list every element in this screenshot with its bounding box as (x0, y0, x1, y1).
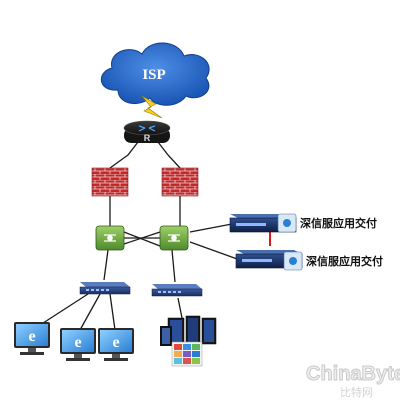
browser-e-icon: e (112, 334, 119, 351)
pc-monitor-3: e (98, 328, 134, 361)
firewall-right (161, 167, 199, 197)
link-router-fw-left (109, 141, 139, 169)
link-l2-servers (177, 297, 183, 319)
server-cluster (160, 315, 217, 367)
link-switch-cross-2 (123, 231, 161, 247)
router-arrows-icon (138, 125, 156, 132)
appliance-label: 深信服应用交付 (300, 216, 377, 230)
access-switch-right (151, 284, 203, 297)
watermark-sub-text: 比特网 (340, 385, 373, 399)
firewall-left (91, 167, 129, 197)
watermark-logo-text: ChinaByte (306, 363, 400, 385)
link-l2-pc-3 (109, 293, 116, 331)
link-switch-l2-right (171, 249, 176, 283)
app-tiles-icon (171, 341, 203, 367)
browser-e-icon: e (74, 334, 81, 351)
link-router-fw-right (157, 141, 181, 169)
link-switch-appliance-1 (189, 223, 233, 233)
appliance-1: 深信服应用交付 (229, 213, 377, 233)
link-switch-cross-1 (117, 231, 161, 247)
appliance-2: 深信服应用交付 (235, 250, 383, 271)
lightning-icon (141, 95, 163, 119)
pc-monitor-2: e (60, 328, 96, 361)
appliance-label: 深信服应用交付 (306, 254, 383, 268)
switch-arrows-icon (168, 234, 180, 242)
switch-right (159, 225, 189, 251)
pc-monitor-1: e (14, 322, 50, 355)
link-l2-pc-2 (79, 293, 101, 331)
access-switch-left (79, 282, 131, 295)
router: R (123, 120, 171, 143)
router-label: R (144, 133, 151, 143)
isp-cloud: ISP (101, 42, 210, 106)
browser-e-icon: e (28, 328, 35, 345)
isp-label: ISP (142, 67, 165, 83)
link-switch-appliance-2 (189, 241, 241, 261)
switch-left (95, 225, 125, 251)
switch-arrows-icon (104, 234, 116, 242)
link-l2-pc-1 (39, 293, 89, 326)
links (39, 141, 241, 331)
link-switch-l2-left (103, 249, 109, 281)
cloud-shape (101, 42, 210, 106)
chinabyte-watermark: ChinaByte 比特网 (306, 363, 400, 400)
